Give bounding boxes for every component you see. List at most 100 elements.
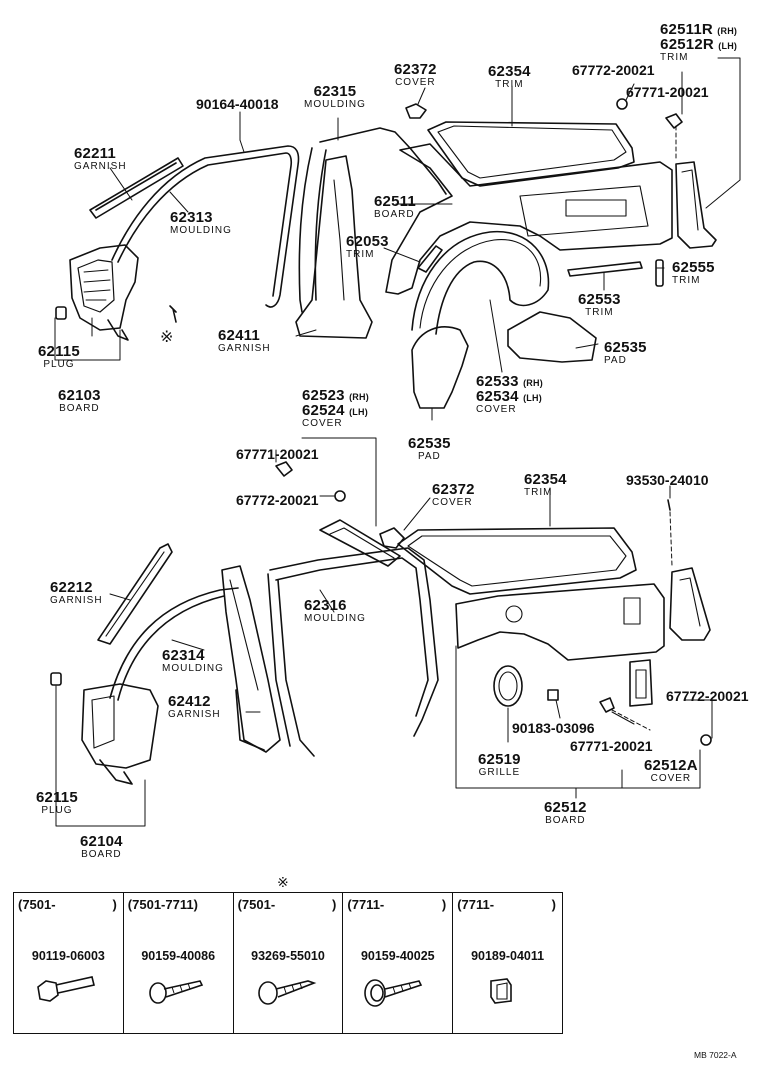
board-62511-drawing xyxy=(385,143,673,295)
trim-62354b-drawing xyxy=(397,527,637,595)
fastener-range-close: ) xyxy=(441,897,447,912)
fastener-cell: (7501- ) 90119-06003 xyxy=(14,893,124,1033)
label-93530: 93530-24010 xyxy=(626,472,709,488)
grille-62519-drawing xyxy=(493,665,523,707)
plug-62115b-drawing xyxy=(50,672,62,686)
cover-62533-drawing xyxy=(411,230,550,335)
fastener-part-number: 93269-55010 xyxy=(251,949,325,963)
label-67772-b: 67772-20021 xyxy=(236,492,319,508)
fastener-range: (7501-7711) xyxy=(127,897,198,912)
board-62104-drawing xyxy=(81,683,159,785)
washer-screw-icon xyxy=(364,979,423,1007)
moulding-62316-drawing xyxy=(267,547,439,757)
fastener-range: (7501- xyxy=(237,897,276,912)
trim-62354a-drawing xyxy=(427,121,635,187)
board-62512-drawing xyxy=(455,583,665,661)
label-67772-c: 67772-20021 xyxy=(666,688,749,704)
cover-62523-drawing xyxy=(319,519,401,567)
fastener-cell: (7501- ) 93269-55010 xyxy=(234,893,344,1033)
fastener-range-close: ) xyxy=(112,897,117,912)
clip-67772c-drawing xyxy=(700,734,712,746)
moulding-62315-drawing xyxy=(298,127,447,313)
clip-67772b-drawing xyxy=(334,490,346,502)
label-62533: 62533 (RH) 62534 (LH) COVER xyxy=(476,373,543,415)
fastener-part-number: 90119-06003 xyxy=(31,949,105,963)
fastener-cell: (7501-7711) 90159-40086 xyxy=(124,893,234,1033)
fastener-table: (7501- ) 90119-06003 (7501-7711) 90159-4… xyxy=(13,892,563,1034)
screw-mark-drawing xyxy=(169,305,177,323)
board-62103-drawing xyxy=(69,244,139,341)
clip-67771a-drawing xyxy=(665,113,683,129)
label-67772-a: 67772-20021 xyxy=(572,62,655,78)
cover-62372a-drawing xyxy=(405,103,427,119)
garnish-62412-drawing xyxy=(221,565,281,753)
clip-nut-icon xyxy=(490,978,512,1004)
label-67771-c: 67771-20021 xyxy=(570,738,653,754)
pad-62535a-drawing xyxy=(507,311,597,363)
moulding-62313-drawing xyxy=(111,145,300,308)
fastener-range: (7711- xyxy=(457,897,495,912)
moulding-62314-drawing xyxy=(109,587,239,701)
fastener-part-number: 90159-40025 xyxy=(360,949,435,963)
fastener-part-number: 90159-40086 xyxy=(141,949,216,963)
screw-93530-drawing xyxy=(667,499,671,511)
clip-67772a-drawing xyxy=(616,98,628,110)
fastener-range: (7501- xyxy=(18,897,56,912)
garnish-62211-drawing xyxy=(89,157,184,219)
drawing-code: MB 7022-A xyxy=(694,1050,737,1060)
screw-icon xyxy=(148,980,203,1004)
label-62511r: 62511R (RH) 62512R (LH) TRIM xyxy=(660,21,738,63)
hex-bolt-icon xyxy=(37,976,95,1002)
cover-62512a-drawing xyxy=(629,659,653,707)
garnish-62212-drawing xyxy=(97,543,173,645)
fastener-range-close: ) xyxy=(551,897,556,912)
trim-62053-drawing xyxy=(417,245,443,273)
screw-mark: ※ xyxy=(160,329,174,346)
garnish-62411-drawing xyxy=(295,155,373,339)
label-90183: 90183-03096 xyxy=(512,720,595,736)
fastener-cell: (7711- ) 90159-40025 xyxy=(343,893,454,1033)
clip-90183-drawing xyxy=(547,689,559,701)
fastener-range-close: ) xyxy=(332,897,337,912)
clip-67771c-drawing xyxy=(599,697,615,713)
clip-67771b-drawing xyxy=(275,461,293,477)
trim-62511r-drawing xyxy=(675,161,717,249)
fastener-cell: (7711- ) 90189-04011 xyxy=(453,893,562,1033)
label-67771-a: 67771-20021 xyxy=(626,84,709,100)
fastener-range: (7711- xyxy=(347,897,385,912)
trim-62555-drawing xyxy=(655,259,664,287)
trim-62553-drawing xyxy=(567,261,643,277)
label-62523: 62523 (RH) 62524 (LH) COVER xyxy=(302,387,369,429)
fastener-part-number: 90189-04011 xyxy=(471,949,545,963)
label-67771-b: 67771-20021 xyxy=(236,446,319,462)
label-90164: 90164-40018 xyxy=(196,96,279,112)
trim-62512r-drawing xyxy=(669,567,711,641)
plug-62115-drawing xyxy=(55,306,67,320)
